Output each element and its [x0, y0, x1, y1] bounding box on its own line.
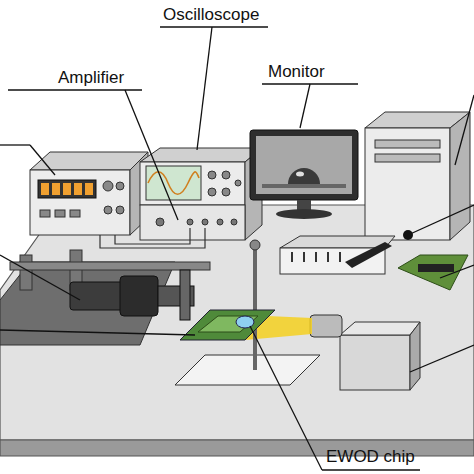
drive-bay [375, 140, 440, 148]
amplifier-knobs [156, 218, 237, 226]
leader-line [0, 27, 474, 470]
lens-mount [180, 270, 190, 320]
cable [100, 228, 205, 248]
stage-base [175, 355, 320, 385]
droplet-image [288, 168, 320, 184]
droplet [236, 316, 254, 328]
display-digits [41, 183, 93, 195]
amplifier [140, 205, 245, 240]
oscilloscope-top [140, 148, 262, 162]
board-connector [418, 264, 454, 272]
drive-bay [375, 154, 440, 162]
stand-knob [250, 240, 260, 250]
substrate-image [262, 184, 346, 188]
generator-knobs [40, 181, 124, 217]
controller-switches [292, 252, 340, 262]
callout-label: Monitor [268, 62, 325, 82]
camera-lens [120, 276, 158, 316]
pc-tower [365, 128, 450, 240]
generator-top [30, 152, 148, 170]
light-source [340, 335, 410, 390]
callout-dot [403, 230, 413, 240]
callout-label: EWOD chip [326, 447, 415, 467]
cable [115, 228, 190, 244]
stand-rod [253, 245, 257, 370]
monitor-base [276, 209, 332, 219]
optical-rail [10, 262, 210, 270]
monitor-screen [256, 136, 352, 194]
circuit-board [398, 255, 468, 290]
oscilloscope-knobs [208, 171, 241, 196]
waveform [148, 172, 199, 195]
electrode-array [198, 316, 258, 332]
droplet-highlight [296, 172, 304, 177]
oscilloscope-screen [146, 166, 201, 200]
generator-display [38, 180, 96, 198]
pc-side [450, 112, 470, 240]
light-source-top [340, 322, 420, 335]
function-generator [30, 170, 130, 235]
monitor [250, 130, 358, 200]
callout-label: Amplifier [58, 68, 124, 88]
oscilloscope [140, 162, 245, 205]
light-source-side [410, 322, 420, 390]
callout-label: Oscilloscope [163, 5, 259, 25]
lamp-head [310, 315, 342, 337]
ribbon-connector [345, 242, 392, 268]
